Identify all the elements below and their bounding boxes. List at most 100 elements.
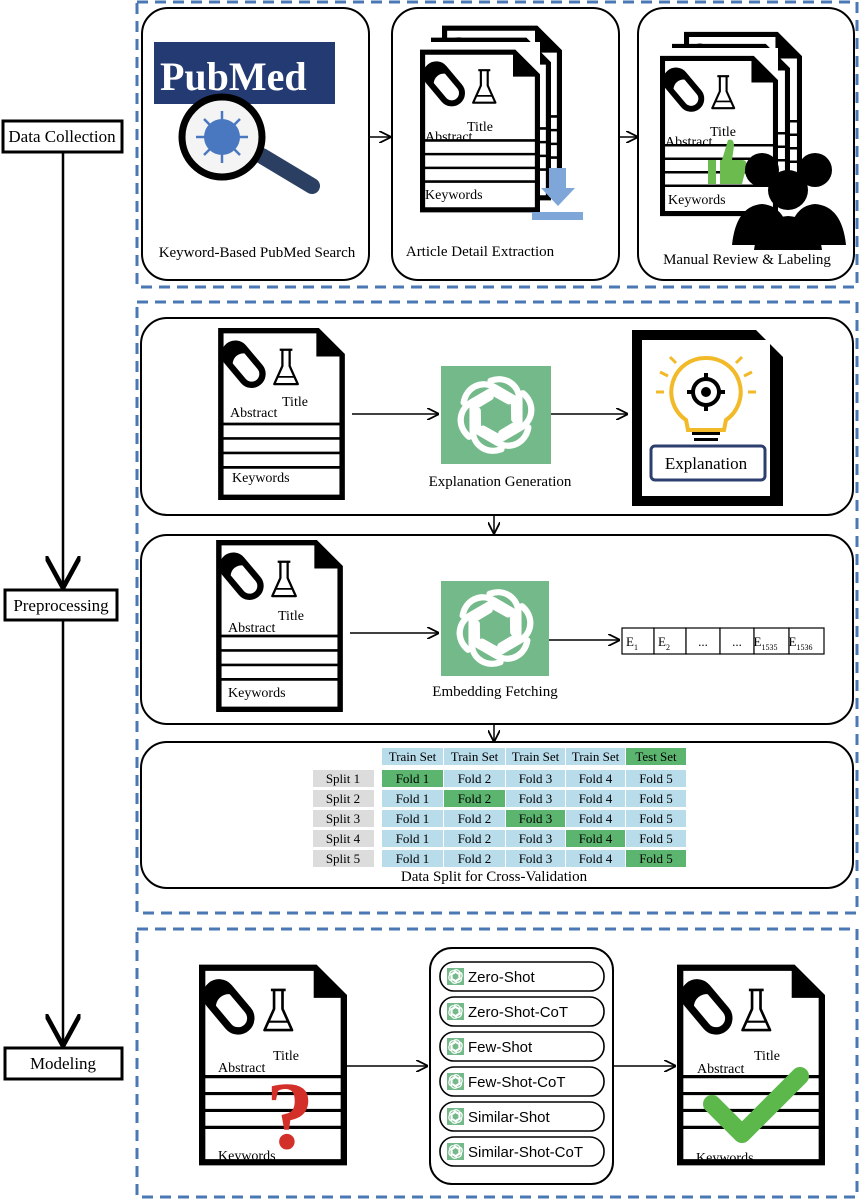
openai-logo-icon: [441, 581, 549, 676]
caption-embedding-fetching: Embedding Fetching: [432, 684, 558, 700]
download-icon: [532, 168, 583, 220]
split-header-label: Train Set: [451, 749, 499, 764]
fold-cell-label: Fold 4: [579, 811, 613, 826]
fold-cell-label: Fold 1: [396, 831, 430, 846]
stage-preprocessing: Preprocessing: [3, 588, 119, 622]
panel-article-extraction: Title Abstract Keywords Article Detail E…: [391, 7, 620, 281]
fold-cell-label: Fold 5: [639, 791, 673, 806]
explanation-label: Explanation: [665, 454, 748, 473]
embedding-cell-label: ...: [732, 634, 742, 649]
fold-cell: [506, 790, 565, 807]
method-label: Similar-Shot-CoT: [468, 1144, 583, 1161]
openai-logo-icon: [441, 366, 551, 464]
document-icon: Title Abstract Keywords: [220, 331, 342, 498]
method-label: Similar-Shot: [468, 1109, 551, 1126]
document-icon-labeled: Title Abstract Keywords: [679, 968, 822, 1166]
fold-cell: [444, 830, 505, 847]
stage-label-data-collection: Data Collection: [8, 127, 116, 146]
fold-cell-label: Fold 2: [458, 851, 492, 866]
split-row-label: Split 2: [326, 791, 360, 806]
svg-text:Abstract: Abstract: [228, 621, 276, 636]
split-row-label: Split 4: [326, 831, 361, 846]
embedding-cell: ...: [685, 627, 721, 655]
fold-cell: [506, 810, 565, 827]
method-pill: Few-Shot-CoT: [439, 1066, 605, 1097]
split-row-label: Split 5: [326, 851, 360, 866]
fold-cell-label: Fold 2: [458, 811, 492, 826]
embedding-cell: E1: [621, 627, 655, 655]
svg-text:Title: Title: [754, 1049, 780, 1064]
fold-cell-label: Fold 4: [579, 771, 613, 786]
fold-cell-label: Fold 1: [396, 791, 430, 806]
svg-text:Abstract: Abstract: [425, 130, 473, 145]
fold-cell: [506, 850, 565, 867]
stage-label-preprocessing: Preprocessing: [13, 596, 109, 615]
svg-text:Keywords: Keywords: [668, 193, 726, 208]
embedding-cell: E2: [653, 627, 687, 655]
section-preprocessing-frame: [135, 300, 859, 915]
fold-cell-label: Fold 3: [519, 791, 553, 806]
fold-cell: [382, 790, 443, 807]
embedding-cell: E1535: [753, 627, 790, 655]
fold-cell: [626, 830, 686, 847]
embedding-cell-label: E2: [658, 634, 670, 652]
embedding-cell-label: ...: [698, 634, 708, 649]
fold-cell-label: Fold 4: [579, 791, 613, 806]
method-label: Few-Shot-CoT: [468, 1074, 566, 1091]
caption-article-extraction: Article Detail Extraction: [406, 244, 555, 260]
fold-cell: [444, 850, 505, 867]
panel-embedding-fetching: Title Abstract Keywords Embedding Fetchi…: [140, 534, 854, 725]
svg-text:Keywords: Keywords: [228, 686, 286, 701]
fold-cell-label: Fold 4: [579, 831, 613, 846]
embedding-cell-label: E1: [626, 634, 638, 652]
svg-text:Keywords: Keywords: [218, 1149, 276, 1164]
split-header-label: Test Set: [635, 749, 677, 764]
panel-manual-review: Title Abstract Keywords Manual Review & …: [637, 7, 855, 281]
prompting-methods-list: Zero-ShotZero-Shot-CoTFew-ShotFew-Shot-C…: [429, 947, 614, 1185]
method-label: Few-Shot: [468, 1039, 533, 1056]
fold-cell-label: Fold 4: [579, 851, 613, 866]
method-label: Zero-Shot-CoT: [468, 1004, 568, 1021]
split-row-label: Split 3: [326, 811, 360, 826]
document-icon: Title Abstract Keywords: [420, 42, 540, 220]
fold-cell: [626, 790, 686, 807]
stage-label-modeling: Modeling: [30, 1054, 97, 1073]
section-data-collection-frame: [135, 0, 859, 289]
svg-text:Abstract: Abstract: [218, 1061, 266, 1076]
magnifier-virus-icon: [178, 93, 320, 194]
fold-cell: [626, 770, 686, 787]
question-mark-icon: ?: [266, 1062, 314, 1169]
svg-text:Title: Title: [278, 609, 304, 624]
fold-cell: [506, 830, 565, 847]
svg-text:Keywords: Keywords: [696, 1151, 754, 1166]
fold-cell: [566, 850, 625, 867]
embedding-cell: ...: [719, 627, 755, 655]
section-modeling-frame: [135, 927, 859, 1199]
fold-cell: [444, 770, 505, 787]
fold-cell: [444, 790, 505, 807]
svg-text:Keywords: Keywords: [232, 471, 290, 486]
svg-text:Title: Title: [710, 125, 736, 140]
fold-cell: [506, 770, 565, 787]
svg-text:Abstract: Abstract: [665, 135, 713, 150]
document-icon-unknown: Title Abstract Keywords ?: [201, 968, 344, 1169]
fold-cell-label: Fold 1: [396, 771, 430, 786]
fold-cell: [382, 770, 443, 787]
document-icon: Title Abstract Keywords: [218, 543, 340, 710]
fold-cell-label: Fold 1: [396, 851, 430, 866]
method-pill: Few-Shot: [439, 1031, 605, 1062]
pubmed-logo: PubMed: [154, 42, 335, 104]
fold-cell: [626, 850, 686, 867]
fold-cell-label: Fold 5: [639, 831, 673, 846]
split-header: Train Set: [382, 748, 443, 765]
stage-column: Data Collection Preprocessing Modeling: [1, 119, 124, 1081]
fold-cell: [566, 810, 625, 827]
fold-cell: [444, 810, 505, 827]
fold-cell-label: Fold 3: [519, 811, 553, 826]
split-header: Train Set: [444, 748, 505, 765]
fold-cell: [566, 770, 625, 787]
